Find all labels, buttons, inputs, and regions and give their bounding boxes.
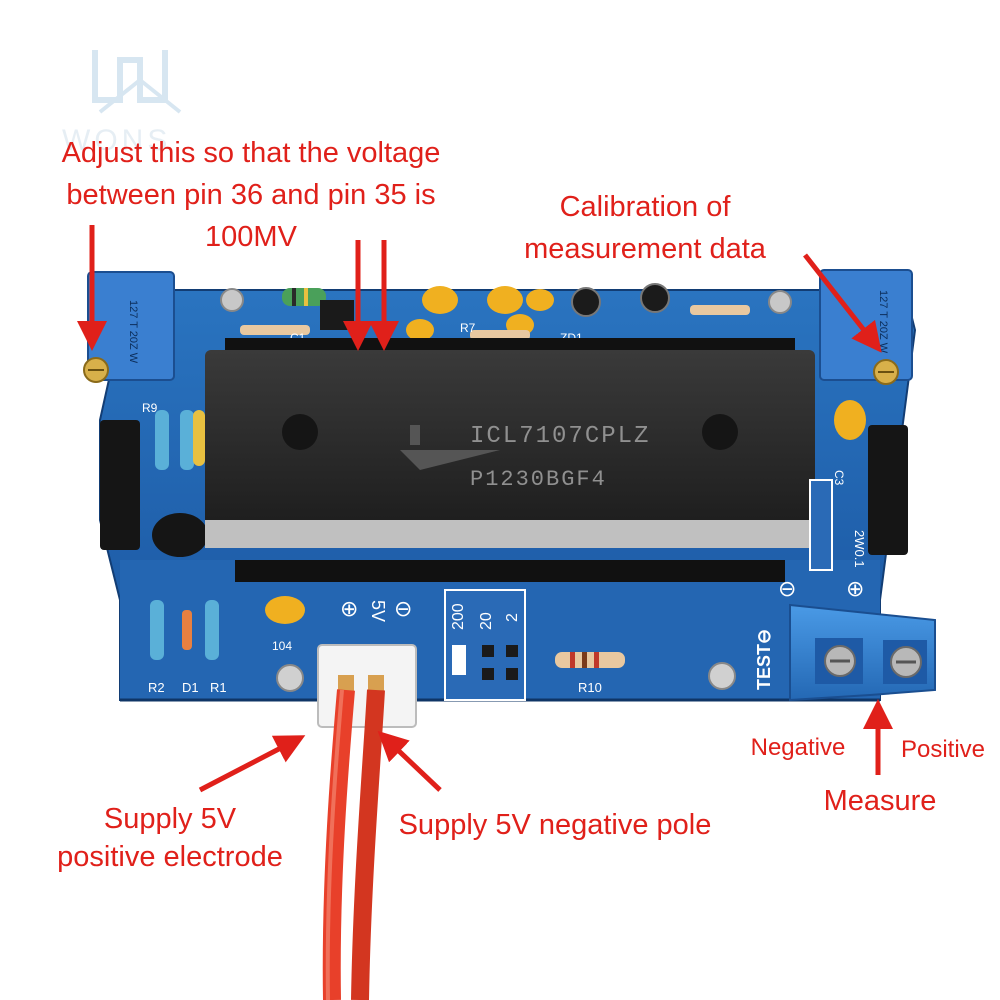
supply-wires xyxy=(322,689,385,1000)
screw-bottom-right xyxy=(708,662,736,690)
annotation-supply-negative: Supply 5V negative pole xyxy=(398,809,712,841)
right-side-markings: TEST⊖ 2W0.1 C3 ⊖ ⊕ xyxy=(754,470,867,690)
chip-lot-code: P1230BGF4 xyxy=(470,467,607,492)
sup-5v-mark: 5V xyxy=(368,600,388,622)
annotation-negative: Negative xyxy=(750,734,846,761)
left-resistors: R9 xyxy=(142,401,208,557)
annotation-calibration-line2: measurement data xyxy=(524,233,766,265)
range-200-label: 200 xyxy=(450,603,467,630)
screw-top-right xyxy=(768,290,792,314)
resistor-r10: R10 xyxy=(555,652,625,695)
annotation-adjust-line2: between pin 36 and pin 35 is xyxy=(66,179,436,211)
range-20-label: 20 xyxy=(478,612,495,630)
screw-bottom-left xyxy=(276,664,304,692)
pot-left-label: 127 T 20Z W xyxy=(127,300,139,364)
top-components: R7 C1 ZD1 xyxy=(240,283,866,440)
pot-right-label: 127 T 20Z W xyxy=(877,290,889,354)
annotation-adjust-line3: 100MV xyxy=(205,221,297,253)
sup-plus-mark: ⊕ xyxy=(340,597,358,622)
sup-minus-mark: ⊖ xyxy=(394,597,412,622)
arrow-right-pot xyxy=(803,253,882,353)
cap-2w01-label: 2W0.1 xyxy=(852,530,867,568)
arrow-supply-negative xyxy=(377,730,442,792)
screw-top-left xyxy=(220,288,244,312)
display-clip-right xyxy=(868,425,908,555)
cap-104: 104 xyxy=(272,639,292,653)
screw-terminal xyxy=(789,603,936,702)
annotation-arrows xyxy=(77,225,893,793)
annotation-measure: Measure xyxy=(823,785,937,817)
annotation-calibration-line1: Calibration of xyxy=(559,191,731,223)
ref-r1: R1 xyxy=(210,680,227,695)
pin-header-bottom xyxy=(235,560,785,582)
watermark-text: WONS xyxy=(62,124,171,157)
bottom-left-components: R2 D1 R1 104 xyxy=(148,596,305,695)
ref-c3: C3 xyxy=(832,470,846,486)
annotation-supply-positive-line1: Supply 5V xyxy=(103,803,237,835)
display-clip-left xyxy=(100,420,140,550)
term-minus-mark: ⊖ xyxy=(778,577,796,602)
ref-d1: D1 xyxy=(182,680,199,695)
arrow-supply-positive xyxy=(198,735,306,793)
trimmer-pot-left: 127 T 20Z W xyxy=(83,271,175,383)
annotation-positive: Positive xyxy=(900,736,986,763)
ref-r9: R9 xyxy=(142,401,158,415)
range-2-label: 2 xyxy=(504,613,521,622)
annotation-adjust-line1: Adjust this so that the voltage xyxy=(61,137,441,169)
ref-r2: R2 xyxy=(148,680,165,695)
annotation-supply-positive-line2: positive electrode xyxy=(57,841,283,873)
range-selector: 200 20 2 xyxy=(444,589,526,701)
chip-part-number: ICL7107CPLZ xyxy=(470,423,650,450)
trimmer-pot-right: 127 T 20Z W xyxy=(819,269,913,385)
ic-chip: ICL7107CPLZ P1230BGF4 xyxy=(205,350,815,548)
watermark-logo: WONS xyxy=(62,50,182,157)
term-plus-mark: ⊕ xyxy=(846,577,864,602)
ref-r10: R10 xyxy=(578,680,602,695)
ref-r7: R7 xyxy=(460,321,476,335)
test-label: TEST⊖ xyxy=(754,629,774,690)
